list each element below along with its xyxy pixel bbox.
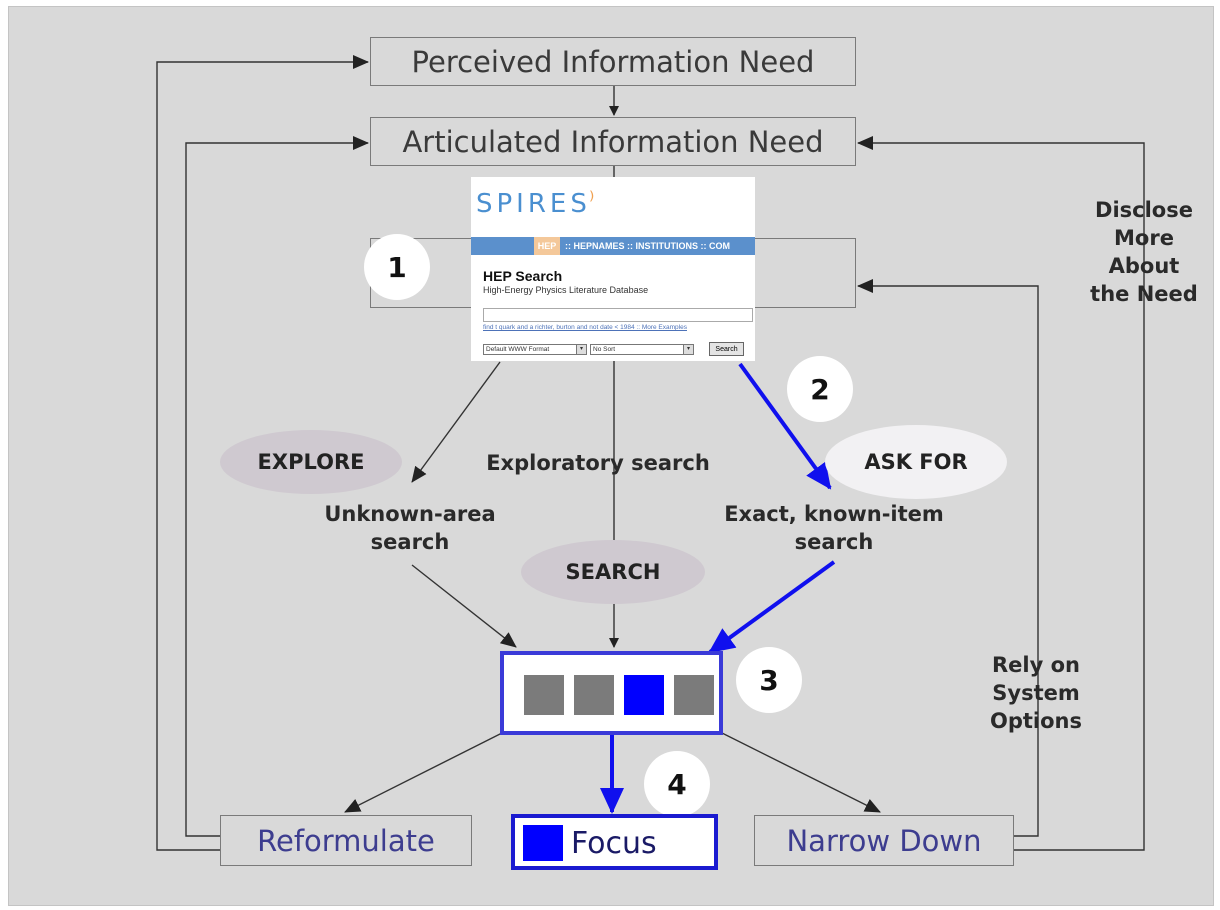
disclose-line-1: Disclose (1095, 198, 1193, 222)
narrow-down-label: Narrow Down (786, 823, 982, 858)
exact-known-item-line-1: Exact, known-item (724, 502, 944, 526)
search-oval: SEARCH (521, 540, 705, 604)
disclose-line-4: the Need (1090, 282, 1198, 306)
rely-on-system-options-label: Rely on System Options (970, 651, 1102, 735)
unknown-area-line-2: search (370, 530, 450, 554)
spires-title: HEP Search (483, 268, 563, 284)
result-item (574, 675, 614, 715)
spires-logo-mark-icon: ⁾ (589, 187, 595, 212)
spires-logo: SPIRES (476, 189, 591, 219)
step-number-3: 3 (736, 647, 802, 713)
focus-square (523, 825, 563, 861)
spires-nav-hep[interactable]: HEP (534, 237, 560, 255)
rely-line-3: Options (990, 709, 1082, 733)
result-item-selected (624, 675, 664, 715)
spires-example-link[interactable]: find t quark and a richter, burton and n… (483, 324, 687, 331)
rely-line-2: System (992, 681, 1080, 705)
step-number-4: 4 (644, 751, 710, 817)
disclose-line-2: More (1114, 226, 1174, 250)
spires-sort-value: No Sort (593, 346, 616, 353)
spires-search-button[interactable]: Search (709, 342, 744, 356)
spires-format-value: Default WWW Format (486, 346, 550, 353)
spires-sort-select[interactable]: No Sort ▾ (590, 344, 694, 355)
explore-label: EXPLORE (257, 450, 365, 474)
exact-known-item-line-2: search (794, 530, 874, 554)
focus-box: Focus (511, 814, 718, 870)
articulated-need-box: Articulated Information Need (370, 117, 856, 166)
search-label: SEARCH (565, 560, 661, 584)
step-number-1: 1 (364, 234, 430, 300)
rely-line-1: Rely on (992, 653, 1080, 677)
reformulate-label: Reformulate (257, 823, 435, 858)
chevron-down-icon: ▾ (683, 345, 693, 354)
articulated-need-label: Articulated Information Need (402, 124, 824, 159)
explore-oval: EXPLORE (220, 430, 402, 494)
chevron-down-icon: ▾ (576, 345, 586, 354)
result-item (674, 675, 714, 715)
spires-subtitle: High-Energy Physics Literature Database (483, 285, 649, 295)
unknown-area-search-label: Unknown-area search (300, 500, 520, 556)
perceived-need-label: Perceived Information Need (411, 44, 815, 79)
spires-search-input[interactable] (483, 308, 753, 322)
ask-for-oval: ASK FOR (825, 425, 1007, 499)
reformulate-box: Reformulate (220, 815, 472, 866)
spires-nav-items[interactable]: :: HEPNAMES :: INSTITUTIONS :: COM (565, 241, 730, 251)
results-list-box (500, 651, 723, 735)
focus-label: Focus (571, 826, 657, 861)
spires-search-screenshot: SPIRES ⁾ HEP :: HEPNAMES :: INSTITUTIONS… (471, 177, 755, 361)
disclose-line-3: About (1108, 254, 1180, 278)
result-item (524, 675, 564, 715)
disclose-more-label: Disclose More About the Need (1076, 196, 1212, 308)
exact-known-item-label: Exact, known-item search (696, 500, 972, 556)
ask-for-label: ASK FOR (864, 450, 968, 474)
exploratory-search-label: Exploratory search (486, 451, 710, 475)
perceived-need-box: Perceived Information Need (370, 37, 856, 86)
unknown-area-line-1: Unknown-area (324, 502, 496, 526)
narrow-down-box: Narrow Down (754, 815, 1014, 866)
step-number-2: 2 (787, 356, 853, 422)
spires-format-select[interactable]: Default WWW Format ▾ (483, 344, 587, 355)
